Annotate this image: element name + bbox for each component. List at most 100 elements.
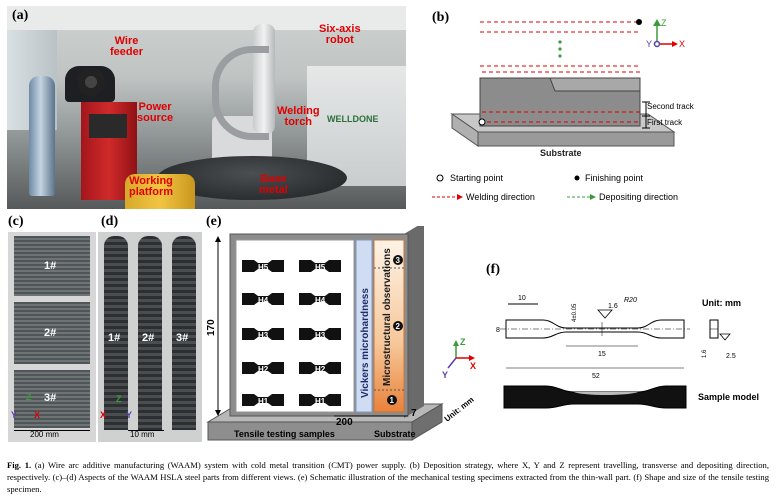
dim-tol: 4±0.05 <box>572 303 578 322</box>
sample-label-c2: 2# <box>44 327 57 339</box>
substrate-side <box>451 113 479 147</box>
power-source-panel <box>89 114 127 138</box>
panel-label-c: (c) <box>8 214 24 229</box>
axis-y-label: Y <box>646 39 652 49</box>
axis-x-label: X <box>679 39 685 49</box>
label-six-axis-robot: Six-axis robot <box>319 23 361 46</box>
label-welding-torch: Welding torch <box>277 105 320 128</box>
axis-x-c: X <box>34 410 41 420</box>
legend-depositing-arrow <box>590 194 596 200</box>
axis-z-label: Z <box>661 18 667 28</box>
axis-z-arrow <box>653 19 661 26</box>
legend-start: Starting point <box>450 173 504 183</box>
depo-dot-1 <box>558 40 562 44</box>
vickers-strip <box>355 239 373 413</box>
spec-h3-right <box>299 328 341 340</box>
e-axis-y <box>447 357 457 369</box>
gas-cylinder <box>29 76 55 196</box>
marker-2: 2 <box>396 322 401 331</box>
scale-label-d: 10 mm <box>130 430 155 439</box>
e-substrate-side <box>411 403 443 441</box>
spec-h2-left <box>242 362 284 374</box>
label-wire-feeder: Wire feeder <box>110 35 144 58</box>
spec-label-h4-left: H4 <box>258 296 269 305</box>
axis-x-d: X <box>100 410 107 420</box>
e-specimens <box>242 260 341 406</box>
label-power-source: Power source <box>137 101 174 124</box>
legend-start-icon <box>436 174 444 182</box>
dim-25: 2.5 <box>726 353 736 360</box>
axis-y-c: Y <box>11 410 18 420</box>
e-axis-x-arrow <box>469 355 475 361</box>
caption-text: (a) Wire arc additive manufacturing (WAA… <box>7 460 769 494</box>
dim-8: 8 <box>496 327 500 334</box>
legend-finish: Finishing point <box>585 173 644 183</box>
panel-label-d: (d) <box>101 214 119 229</box>
spec-h4-left <box>242 293 284 305</box>
part-block-3 <box>14 370 90 428</box>
panel-label-b: (b) <box>432 10 450 25</box>
micro-label: Microstructural observations <box>382 248 393 386</box>
start-point <box>478 118 486 126</box>
axis-z-c: Z <box>26 392 32 402</box>
marker-1: 1 <box>390 396 395 405</box>
panel-b-diagram: Substrate Second track First track Z Y X… <box>432 18 695 202</box>
axis-z-d: Z <box>116 394 122 404</box>
spec-label-h3-left: H3 <box>258 331 269 340</box>
axis-y-d: Y <box>126 410 133 420</box>
sample-label-c3: 3# <box>44 392 57 404</box>
spec-h1-left <box>242 394 284 406</box>
figure-caption: Fig. 1. (a) Wire arc additive manufactur… <box>7 459 769 495</box>
spec-label-h4-right: H4 <box>315 296 326 305</box>
spec-h5-left <box>242 260 284 272</box>
sample-model-highlight <box>574 392 638 395</box>
spec-label-h2-right: H2 <box>315 365 326 374</box>
spec-label-h1-left: H1 <box>258 397 269 406</box>
ceiling <box>7 6 406 30</box>
unit-label-f: Unit: mm <box>702 298 741 308</box>
sample-label-d1: 1# <box>108 332 121 344</box>
sample-label-c1: 1# <box>44 260 57 272</box>
e-axis-x-label: X <box>470 361 476 371</box>
panel-label-a: (a) <box>12 8 29 23</box>
dim-height: 170 <box>206 319 217 336</box>
label-working-platform: Working platform <box>129 175 173 198</box>
panel-e-diagram: H5 H5 H4 H4 H3 H3 H2 H2 H1 H1 Vickers mi… <box>206 226 476 441</box>
e-wall-side <box>404 226 424 418</box>
e-axis-z-arrow <box>453 340 459 346</box>
panel-c-photo: 1# 2# 3# Z Y X 200 mm <box>8 232 96 442</box>
dim-16: 1.6 <box>608 303 618 310</box>
sample-label-d2: 2# <box>142 332 155 344</box>
dim-height-arrow-top <box>215 236 221 242</box>
spec-label-h5-right: H5 <box>315 263 326 272</box>
panel-label-e: (e) <box>206 214 222 229</box>
brand-text: WELLDONE <box>327 114 379 124</box>
marker-1-bg <box>387 395 397 405</box>
wall-side-2 <box>138 236 162 430</box>
axis-x-arrow <box>672 41 678 47</box>
scale-bar-c <box>14 430 90 431</box>
depo-dot-3 <box>558 54 562 58</box>
roughness-mark <box>597 309 613 319</box>
legend-welding-arrow <box>457 194 463 200</box>
panel-d-photo: 1# 2# 3# Z X Y 10 mm <box>98 232 202 442</box>
dim-15: 15 <box>598 351 606 358</box>
wall-side-1 <box>104 236 128 430</box>
spec-h5-right <box>299 260 341 272</box>
dim-52: 52 <box>592 373 600 380</box>
wire-feeder-spool <box>77 68 105 96</box>
legend-depositing: Depositing direction <box>599 192 678 202</box>
robot-hose <box>212 46 269 140</box>
dim-16b: 1.6 <box>702 349 708 358</box>
roughness-mark-2 <box>719 333 731 341</box>
yellow-base <box>125 174 195 209</box>
marker-3-bg <box>393 255 403 265</box>
sample-model-label: Sample model <box>698 392 759 402</box>
scale-bar-d <box>128 430 164 431</box>
e-axis-y-label: Y <box>442 370 448 380</box>
marker-3: 3 <box>396 256 401 265</box>
legend-finish-icon <box>574 175 580 181</box>
spec-h3-left <box>242 328 284 340</box>
scale-label-c: 200 mm <box>30 430 59 439</box>
tensile-label: Tensile testing samples <box>234 429 335 439</box>
